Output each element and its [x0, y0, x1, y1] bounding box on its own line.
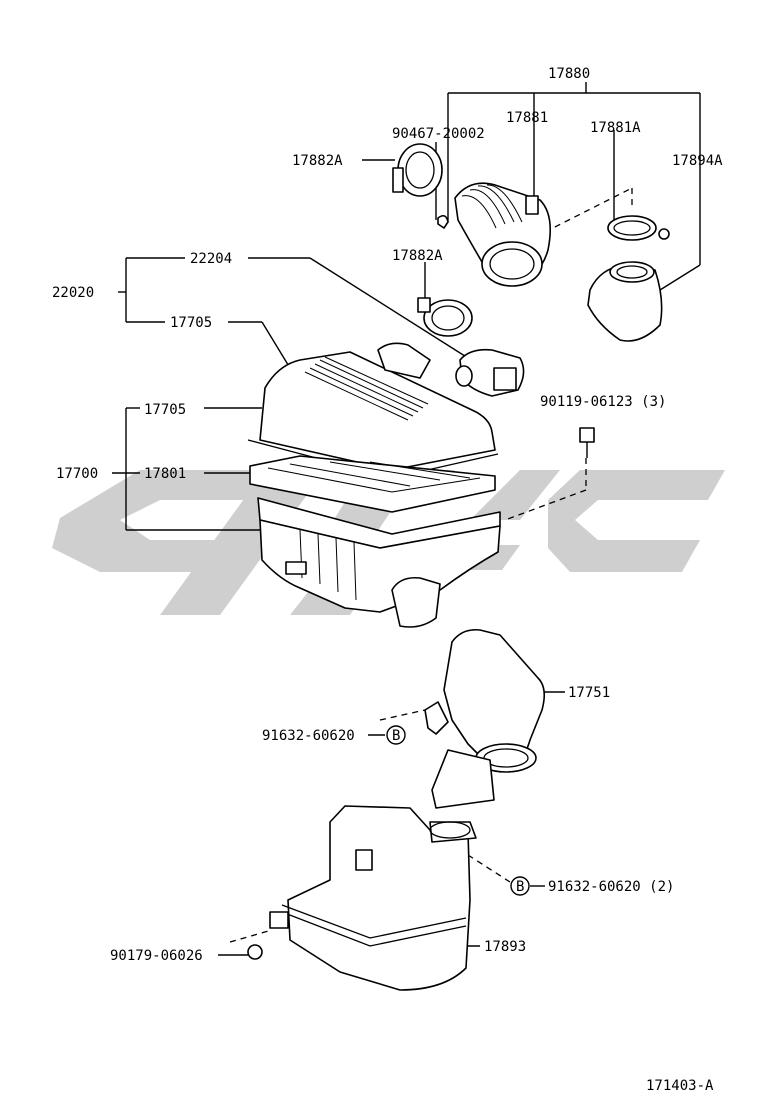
label-17880: 17880 — [548, 66, 590, 82]
label-91632-60620-left: 91632-60620 — [262, 728, 355, 744]
label-90119-06123: 90119-06123 (3) — [540, 394, 666, 410]
label-17751: 17751 — [568, 685, 610, 701]
label-17801: 17801 — [144, 466, 186, 482]
clip-90467-20002 — [437, 214, 449, 229]
air-cleaner-case-cap-17705 — [247, 342, 499, 479]
label-17894A: 17894A — [672, 153, 723, 169]
leader-lines — [112, 82, 701, 956]
label-17705-mid: 17705 — [144, 402, 186, 418]
label-17705-top: 17705 — [170, 315, 212, 331]
b-marker-left-letter: B — [392, 728, 400, 744]
label-17881A: 17881A — [590, 120, 641, 136]
label-90179-06026: 90179-06026 — [110, 948, 203, 964]
label-17893: 17893 — [484, 939, 526, 955]
label-90467-20002: 90467-20002 — [392, 126, 485, 142]
label-17700: 17700 — [56, 466, 98, 482]
air-flow-sensor-22204 — [455, 348, 525, 397]
resonator-17894A — [587, 261, 663, 342]
figure-id: 171403-A — [646, 1078, 714, 1094]
hose-clamp-17881A — [607, 215, 670, 241]
label-22020: 22020 — [52, 285, 94, 301]
label-91632-60620-right: 91632-60620 (2) — [548, 879, 674, 895]
bolt-90119-06123 — [579, 427, 595, 458]
air-cleaner-case-17700 — [257, 497, 501, 628]
b-marker-right — [510, 876, 530, 896]
label-17882A-lower: 17882A — [392, 248, 443, 264]
air-flow-meter-hose-17881 — [454, 182, 551, 287]
hose-clamp-17882A-upper — [392, 143, 443, 197]
label-17881: 17881 — [506, 110, 548, 126]
air-filter-element-17801 — [249, 455, 496, 513]
hose-clamp-17882A-lower — [417, 297, 473, 337]
label-22204: 22204 — [190, 251, 232, 267]
label-17882A-upper: 17882A — [292, 153, 343, 169]
bolt-90179-06026 — [247, 944, 263, 960]
b-marker-right-letter: B — [516, 879, 524, 895]
resonator-case-17893 — [269, 805, 477, 991]
b-marker-left — [386, 725, 406, 745]
intake-duct-17751 — [424, 628, 546, 809]
